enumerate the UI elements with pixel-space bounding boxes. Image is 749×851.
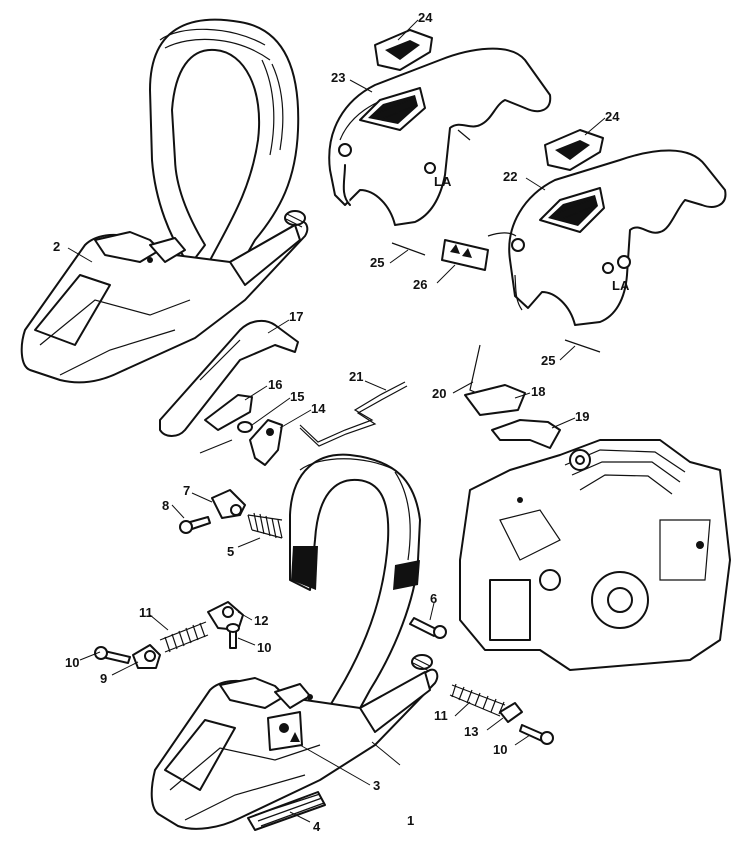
lower-handle-frame xyxy=(150,453,439,830)
right-carburetor-cover: LA xyxy=(508,149,727,326)
callout-3: 3 xyxy=(373,778,380,793)
callout-24-right: 24 xyxy=(605,109,620,124)
callout-7: 7 xyxy=(183,483,190,498)
callout-13: 13 xyxy=(464,724,478,739)
left-carburetor-cover: LA xyxy=(328,47,552,226)
callout-5: 5 xyxy=(227,544,234,559)
callout-12: 12 xyxy=(254,613,268,628)
callout-24-top: 24 xyxy=(418,10,433,25)
callout-22: 22 xyxy=(503,169,517,184)
throttle-linkage xyxy=(299,344,561,449)
callout-14: 14 xyxy=(311,401,326,416)
callout-6: 6 xyxy=(430,591,437,606)
callout-11-right: 11 xyxy=(434,708,448,723)
cover-caps xyxy=(374,29,604,171)
right-cover-mark: LA xyxy=(612,278,630,293)
callout-25-right: 25 xyxy=(541,353,555,368)
callout-16: 16 xyxy=(268,377,282,392)
callout-8: 8 xyxy=(162,498,169,513)
callout-1: 1 xyxy=(407,813,414,828)
callout-18: 18 xyxy=(531,384,545,399)
callout-15: 15 xyxy=(290,389,304,404)
left-cover-mark: LA xyxy=(434,174,452,189)
spring-assemblies xyxy=(94,489,554,745)
leader-lines xyxy=(67,19,606,823)
engine-block xyxy=(459,439,731,671)
warning-label xyxy=(441,232,517,271)
callout-17: 17 xyxy=(289,309,303,324)
callout-9: 9 xyxy=(100,671,107,686)
callout-labels: 1 2 3 4 5 6 7 8 9 10 10 10 11 11 12 13 1… xyxy=(53,10,620,834)
seal-strips xyxy=(391,242,601,353)
upper-handle-frame xyxy=(20,18,309,384)
callout-10-right: 10 xyxy=(493,742,507,757)
callout-11-left: 11 xyxy=(139,605,153,620)
callout-19: 19 xyxy=(575,409,589,424)
callout-2: 2 xyxy=(53,239,60,254)
callout-4: 4 xyxy=(313,819,321,834)
callout-26: 26 xyxy=(413,277,427,292)
throttle-handle-parts xyxy=(159,319,299,466)
callout-25-left: 25 xyxy=(370,255,384,270)
callout-21: 21 xyxy=(349,369,363,384)
callout-20: 20 xyxy=(432,386,446,401)
callout-10-mid: 10 xyxy=(257,640,271,655)
callout-10-left: 10 xyxy=(65,655,79,670)
callout-23: 23 xyxy=(331,70,345,85)
sticker-strip xyxy=(247,791,326,831)
